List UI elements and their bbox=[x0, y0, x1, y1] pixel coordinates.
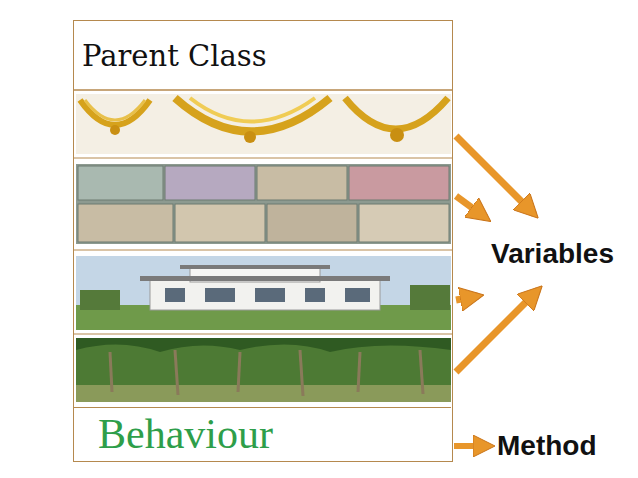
behaviour-band: Behaviour bbox=[74, 407, 451, 460]
class-box: Parent ClassBehaviour bbox=[73, 20, 453, 462]
house-picture bbox=[76, 256, 451, 330]
palm-picture bbox=[76, 338, 451, 402]
jewellery-picture bbox=[76, 94, 451, 154]
node-title: Parent Class bbox=[82, 39, 267, 73]
method-label-box: Method bbox=[495, 428, 599, 464]
node-title: Variables bbox=[489, 236, 616, 272]
variables-label-box: Variables bbox=[489, 236, 616, 272]
separator-line bbox=[74, 89, 452, 91]
node-title: Behaviour bbox=[98, 410, 273, 458]
node-title: Method bbox=[495, 428, 599, 464]
arrow-connector bbox=[454, 443, 489, 449]
money-picture bbox=[76, 164, 451, 244]
